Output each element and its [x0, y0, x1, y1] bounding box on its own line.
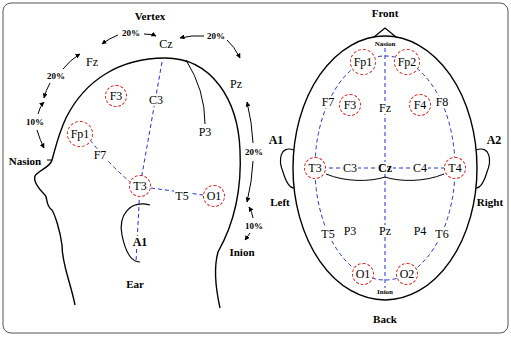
landmark-label: Ear: [125, 279, 145, 290]
electrode-label: A1: [268, 134, 285, 146]
percent-label: 20%: [206, 32, 226, 41]
head-profile: [35, 58, 241, 308]
electrode-label: C4: [412, 162, 428, 174]
electrode-name: F3: [344, 99, 357, 111]
electrode-name: F3: [110, 90, 123, 102]
electrode-label: Cz: [158, 38, 173, 50]
electrode-label: Cz: [377, 162, 393, 174]
electrode-label: C3: [342, 162, 358, 174]
direction-label: Back: [372, 314, 398, 325]
ear-outline: [476, 149, 489, 188]
electrode-circle: F3: [339, 94, 361, 116]
electrode-circle: T4: [444, 157, 466, 179]
electrode-name: Fp1: [71, 128, 90, 140]
direction-label: Right: [476, 197, 504, 208]
head-curve: [186, 60, 205, 124]
temporal-line: [90, 140, 130, 182]
electrode-label: T5: [320, 228, 335, 240]
electrode-label: P4: [413, 225, 428, 237]
percent-label: 20%: [121, 29, 141, 38]
electrode-label: P3: [198, 126, 213, 138]
electrode-label: A2: [486, 134, 503, 146]
electrode-name: O2: [400, 268, 415, 280]
electrode-label: C3: [148, 94, 164, 106]
electrode-circle: F4: [409, 94, 431, 116]
electrode-name: T3: [308, 162, 321, 174]
frame: [3, 3, 508, 333]
electrode-label: F7: [321, 96, 336, 108]
electrode-label: P3: [343, 225, 358, 237]
ear-outline: [281, 149, 294, 188]
electrode-circle: O2: [396, 263, 418, 285]
electrode-label: T6: [434, 228, 449, 240]
electrode-label: A1: [132, 236, 149, 248]
electrode-label: F7: [93, 149, 108, 161]
landmark-label: Vertex: [134, 11, 167, 22]
electrode-circle: O1: [203, 185, 225, 207]
electrode-name: Fp1: [354, 56, 373, 68]
electrode-circle: T3: [129, 175, 151, 197]
landmark-label: Nasion: [8, 156, 42, 167]
landmark-label: Nasion: [374, 41, 397, 48]
electrode-circle: O1: [352, 263, 374, 285]
direction-label: Left: [269, 197, 291, 208]
electrode-circle: F3: [105, 85, 127, 107]
percent-label: 20%: [244, 148, 264, 157]
direction-label: Front: [371, 8, 400, 19]
leader-line: [47, 160, 52, 161]
electrode-name: F4: [414, 99, 427, 111]
percent-label: 10%: [244, 222, 264, 231]
electrode-circle: Fp1: [67, 121, 93, 147]
electrode-name: T3: [133, 180, 146, 192]
measure-arrows: [37, 34, 253, 240]
electrode-label: Pz: [229, 78, 243, 90]
percent-label: 10%: [25, 118, 45, 127]
electrode-label: Fz: [85, 56, 99, 68]
ear-outline: [121, 204, 150, 262]
electrode-name: Fp2: [398, 56, 417, 68]
landmark-label: Inion: [228, 247, 255, 258]
electrode-name: O1: [207, 190, 222, 202]
electrode-name: T4: [448, 162, 461, 174]
percent-label: 20%: [46, 72, 66, 81]
electrode-label: Pz: [378, 225, 392, 237]
electrode-label: Fz: [378, 102, 392, 114]
coronal-line: [136, 62, 162, 262]
electrode-circle: Fp2: [394, 49, 420, 75]
electrode-circle: Fp1: [350, 49, 376, 75]
head-outline: [293, 36, 477, 300]
nose: [374, 28, 396, 37]
electrode-label: T5: [174, 190, 189, 202]
electrode-label: F8: [435, 96, 450, 108]
electrode-circle: T3: [304, 157, 326, 179]
head-curve: [326, 174, 444, 180]
electrode-name: O1: [356, 268, 371, 280]
landmark-label: Inion: [376, 289, 394, 296]
